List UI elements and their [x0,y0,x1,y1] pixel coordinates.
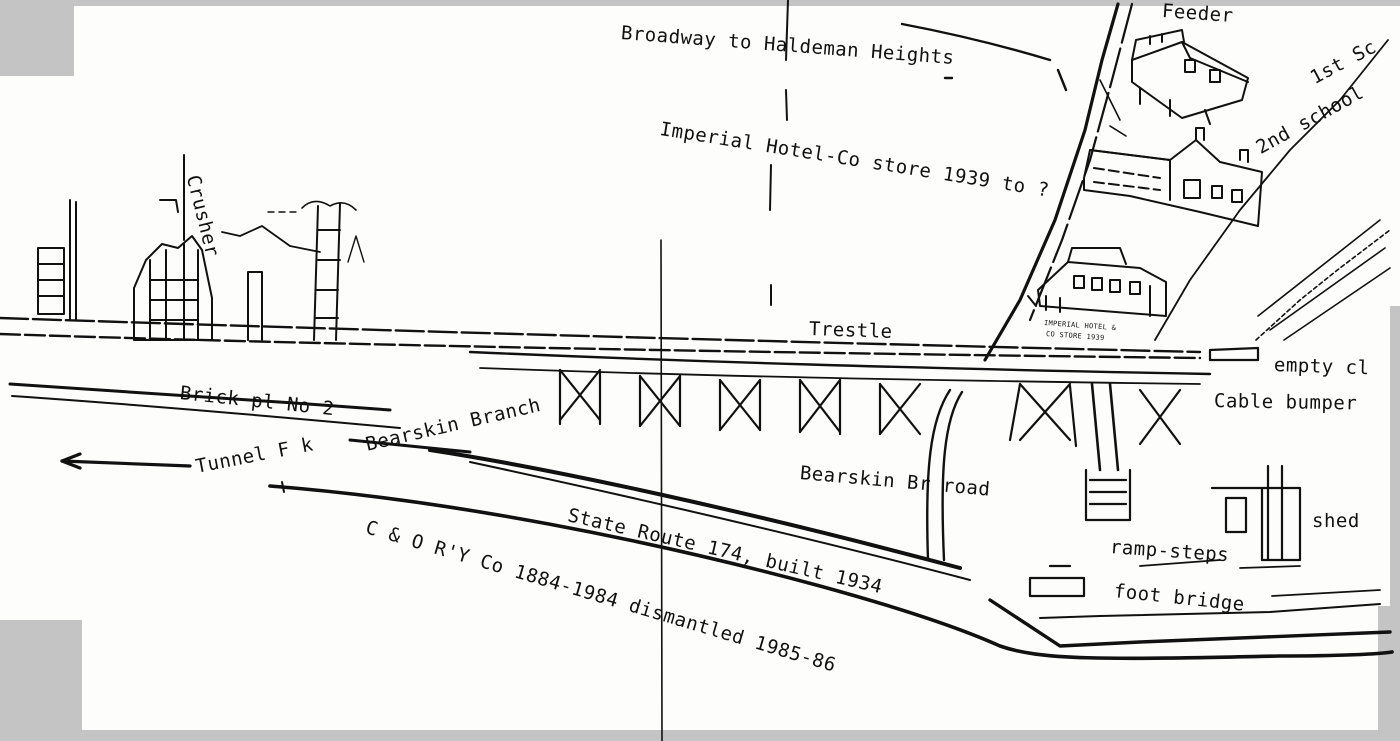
label-cable-bumper: Cable bumper [1213,390,1358,415]
broadway-road [900,22,1068,92]
school-building [1083,125,1263,227]
trestle-bracing [558,368,1182,562]
label-trestle: Trestle [808,318,893,343]
crusher-plant [37,154,365,341]
trestle-buildings [1028,219,1391,598]
trestle-deck [0,316,1212,385]
tunnel-fork-arrow [60,452,192,470]
fold-lines [660,0,789,741]
label-empty-cl: empty cl [1273,354,1370,380]
bearskin-branch-tracks [8,382,971,581]
label-shed: shed [1312,510,1360,532]
feeder-building [1131,29,1249,125]
state-route-174 [988,559,1392,648]
railway-line [268,481,1394,661]
imperial-hotel-building [1027,247,1167,317]
upper-right-roads [983,2,1389,362]
label-feeder: Feeder [1161,0,1235,27]
